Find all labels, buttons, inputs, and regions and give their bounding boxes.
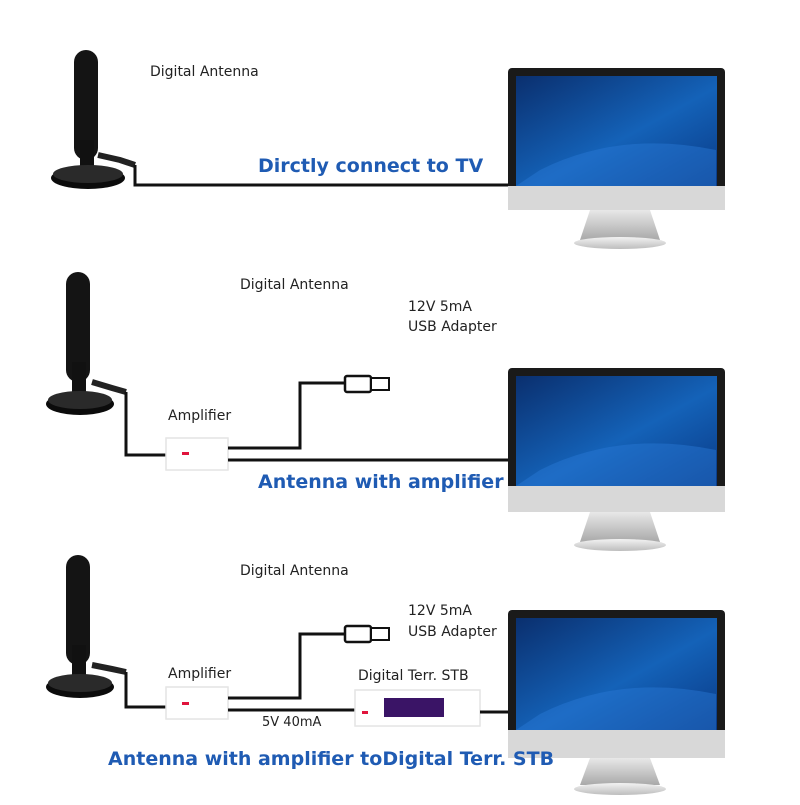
antenna-label: Digital Antenna <box>150 64 259 80</box>
antenna-label: Digital Antenna <box>240 277 349 293</box>
amplifier <box>165 686 229 720</box>
adapter-label-line1: 12V 5mA <box>408 299 472 315</box>
scenario-title: Dirctly connect to TV <box>258 155 484 177</box>
amplifier-label: Amplifier <box>168 408 232 424</box>
amplifier <box>165 437 229 471</box>
amplifier-label: Amplifier <box>168 666 232 682</box>
scenario-title: Antenna with amplifier <box>258 471 504 493</box>
tv-monitor <box>508 610 725 795</box>
usb-cable <box>228 632 345 700</box>
adapter-label-line2: USB Adapter <box>408 319 497 335</box>
digital-antenna <box>46 272 127 415</box>
antenna-cable <box>124 672 166 709</box>
usb-cable <box>228 381 345 450</box>
antenna-label: Digital Antenna <box>240 563 349 579</box>
digital-antenna <box>51 50 136 189</box>
antenna-cable <box>124 392 166 457</box>
tv-monitor <box>508 68 725 249</box>
scenario-3 <box>46 555 725 795</box>
stb-label: Digital Terr. STB <box>358 668 469 684</box>
scenario-1 <box>51 50 725 249</box>
tv-monitor <box>508 368 725 551</box>
adapter-label-line1: 12V 5mA <box>408 603 472 619</box>
scenario-title: Antenna with amplifier toDigital Terr. S… <box>108 748 555 770</box>
usb-plug <box>343 624 390 644</box>
digital-stb <box>354 689 481 727</box>
adapter-label-line2: USB Adapter <box>408 624 497 640</box>
usb-plug <box>343 374 390 394</box>
digital-antenna <box>46 555 127 698</box>
scenario-2 <box>46 272 725 551</box>
antenna-cable <box>133 165 516 187</box>
power-label: 5V 40mA <box>262 715 322 730</box>
